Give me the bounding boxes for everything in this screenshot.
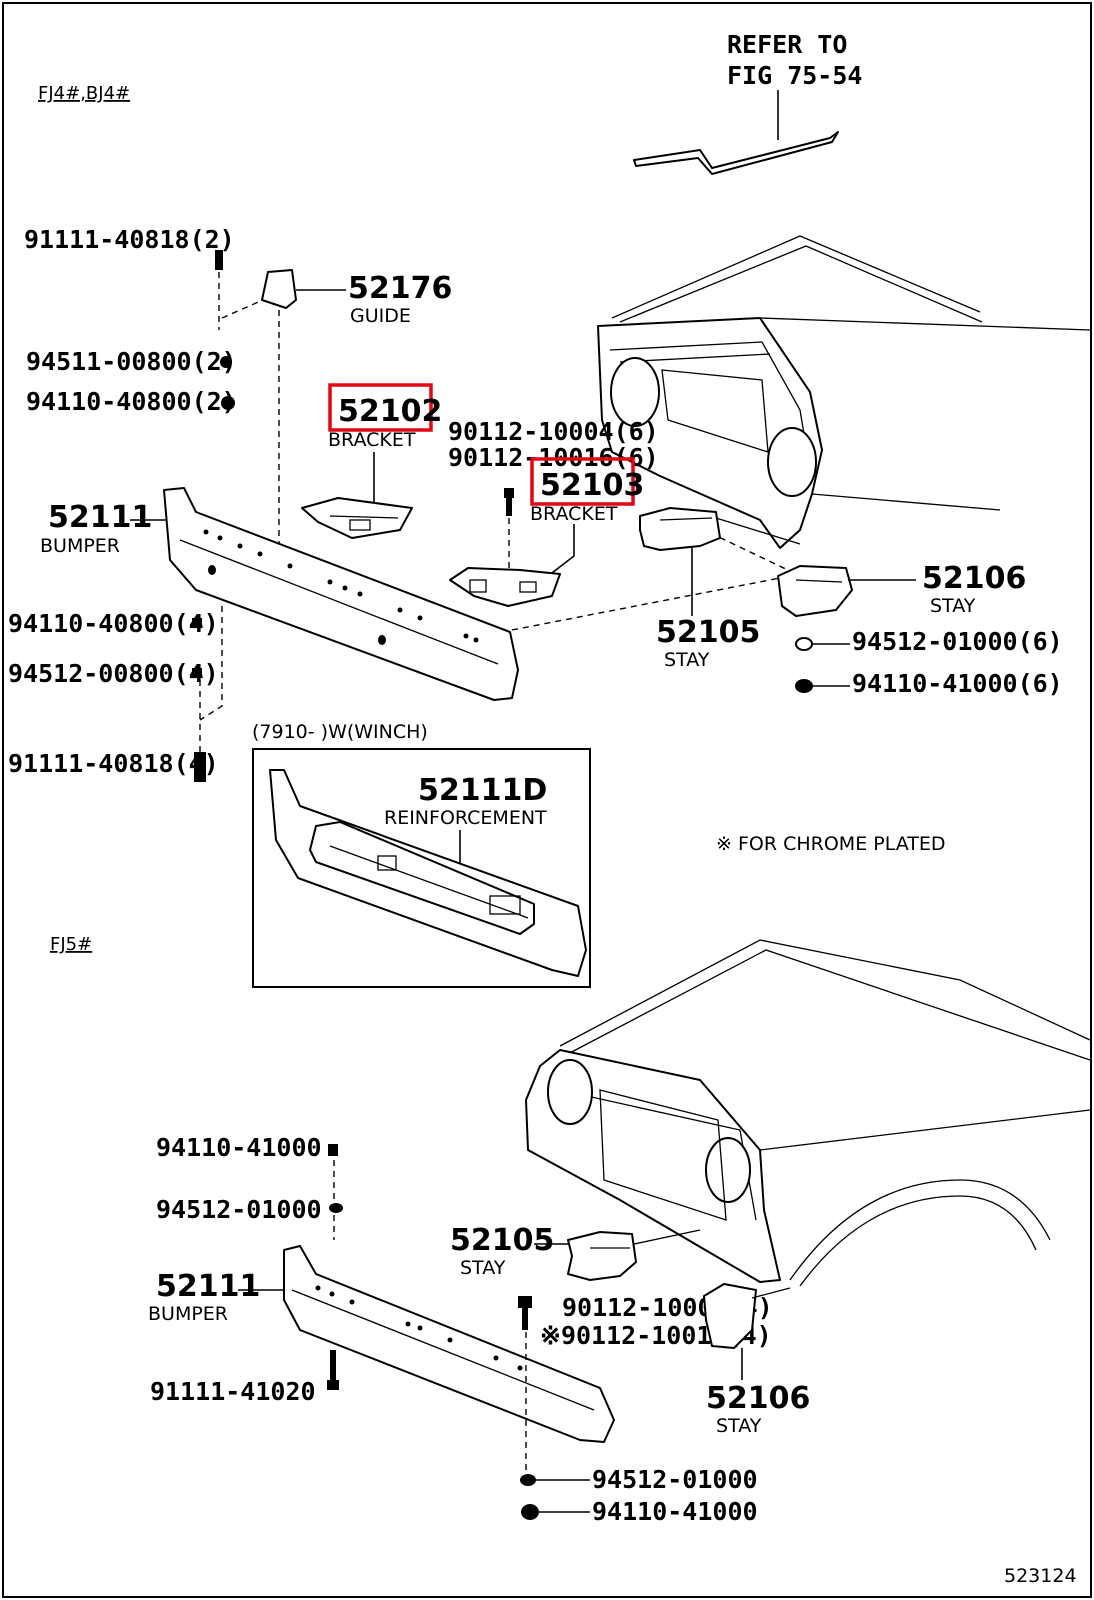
bracket-left-part	[301, 497, 413, 539]
bottom-nut-b-label: 94110-41000	[592, 1497, 758, 1526]
top-nut-c-label: 94110-40800(4)	[8, 609, 219, 638]
nut-icon	[795, 679, 850, 693]
top-stay-b-no: 52105	[656, 615, 760, 650]
vehicle-front-bottom	[525, 939, 1091, 1287]
bottom-stay-b-no: 52106	[706, 1381, 810, 1416]
top-washer-a-label: 94511-00800(2)	[26, 347, 237, 376]
bolt-icon	[518, 1296, 532, 1330]
top-stay-a-no: 52106	[922, 561, 1026, 596]
top-bracket-r-no: 52103	[540, 468, 644, 503]
top-bracket-r-name: BRACKET	[530, 503, 618, 525]
top-bolt-c-label: 91111-40818(4)	[8, 749, 219, 778]
top-bracket-l-no: 52102	[338, 394, 442, 429]
bracket-right-part	[449, 567, 561, 607]
nut-icon	[192, 618, 202, 628]
guide-part	[261, 269, 297, 309]
bottom-stay-b-part	[703, 1283, 757, 1349]
stay-b-part	[639, 507, 721, 551]
top-guide-no: 52176	[348, 271, 452, 306]
bottom-stay-a-no: 52105	[450, 1223, 554, 1258]
washer-icon	[192, 668, 202, 678]
bottom-bumper-part	[283, 1245, 615, 1443]
top-nut-b-label: 94110-41000(6)	[852, 669, 1063, 698]
top-washer-b-label: 94512-01000(6)	[852, 627, 1063, 656]
inset-condition-label: (7910- )W(WINCH)	[252, 721, 428, 743]
figure-number: 523124	[1004, 1565, 1077, 1587]
inset-box	[252, 748, 591, 988]
bolt-icon	[504, 488, 514, 516]
top-stay-a-name: STAY	[930, 595, 976, 617]
refer-line-1: REFER TO	[727, 30, 847, 59]
top-bolt-b1-label: 90112-10004(6)	[448, 417, 659, 446]
washer-icon	[520, 1474, 590, 1486]
top-nut-a-label: 94110-40800(2)	[26, 387, 237, 416]
bottom-bolt-a-label: 91111-41020	[150, 1377, 316, 1406]
bottom-stay-b-name: STAY	[716, 1415, 762, 1437]
bottom-washer-b-label: 94512-01000	[592, 1465, 758, 1494]
top-bracket-l-name: BRACKET	[328, 429, 416, 451]
nut-icon	[521, 1504, 590, 1520]
bumper-holes	[315, 1285, 523, 1371]
bumper-holes	[203, 529, 479, 645]
nut-icon	[328, 1144, 338, 1156]
bottom-stay-a-name: STAY	[460, 1257, 506, 1279]
inset-part-no: 52111D	[418, 773, 547, 808]
bolt-icon	[215, 250, 223, 330]
reinforcement-part	[309, 821, 535, 935]
inset-part-name: REINFORCEMENT	[384, 807, 547, 829]
variant-label-bottom: FJ5#	[50, 934, 92, 955]
bottom-stay-a-part	[567, 1231, 637, 1281]
highlight-52102	[328, 383, 433, 432]
top-bolt-a-label: 91111-40818(2)	[24, 225, 235, 254]
top-bumper-part	[163, 487, 519, 701]
top-bumper-name: BUMPER	[40, 535, 120, 557]
hood-rod	[633, 131, 839, 175]
top-washer-c-label: 94512-00800(4)	[8, 659, 219, 688]
top-stay-b-name: STAY	[664, 649, 710, 671]
bolt-icon	[194, 680, 206, 782]
bottom-bumper-name: BUMPER	[148, 1303, 228, 1325]
vehicle-front-top	[597, 235, 1091, 549]
bottom-bumper-no: 52111	[156, 1269, 260, 1304]
bolt-icon	[327, 1350, 339, 1390]
variant-label-top: FJ4#,BJ4#	[38, 83, 130, 104]
bottom-nut-a-label: 94110-41000	[156, 1133, 322, 1162]
stay-a-part	[777, 565, 853, 617]
washer-icon	[329, 1203, 343, 1213]
chrome-note: ※ FOR CHROME PLATED	[716, 833, 945, 855]
nut-icon	[221, 396, 235, 410]
top-guide-name: GUIDE	[350, 305, 411, 327]
bottom-washer-a-label: 94512-01000	[156, 1195, 322, 1224]
washer-icon	[220, 356, 232, 368]
washer-icon	[795, 637, 850, 651]
highlight-52103	[530, 457, 635, 506]
refer-line-2: FIG 75-54	[727, 61, 862, 90]
top-bumper-no: 52111	[48, 500, 152, 535]
